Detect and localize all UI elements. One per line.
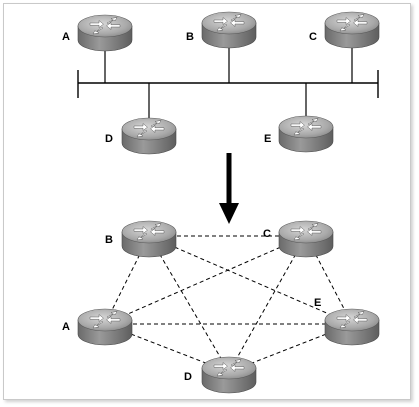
mesh-link-b-e (148, 235, 353, 325)
router-arrows-icon (290, 223, 322, 241)
router-top-c (324, 11, 380, 49)
router-arrows-icon (213, 14, 245, 32)
router-arrows-icon (133, 223, 165, 241)
router-top-a (77, 14, 133, 52)
transform-arrow (219, 153, 239, 224)
router-arrows-icon (89, 311, 121, 329)
router-arrows-icon (89, 17, 121, 35)
routers (77, 11, 380, 394)
mesh-link-c-a (104, 235, 307, 325)
router-top-d (121, 117, 177, 155)
labels: A B C D E B C A E D (62, 31, 321, 383)
router-bottom-a (77, 308, 133, 346)
router-arrows-icon (213, 359, 245, 377)
mesh-link-b-d (148, 235, 230, 373)
top-label-b: B (186, 31, 194, 43)
bottom-label-a: A (62, 321, 70, 333)
router-arrows-icon (336, 14, 368, 32)
top-label-d: D (105, 133, 113, 145)
top-network (77, 47, 379, 120)
top-label-c: C (309, 31, 317, 43)
router-arrows-icon (133, 120, 165, 138)
bottom-label-b: B (105, 234, 113, 246)
router-top-e (278, 115, 334, 153)
bottom-label-c: C (263, 228, 271, 240)
router-arrows-icon (290, 118, 322, 136)
router-bottom-b (121, 220, 177, 258)
top-label-a: A (62, 31, 70, 43)
top-label-e: E (264, 133, 271, 145)
router-bottom-c (278, 220, 334, 258)
router-top-b (201, 11, 257, 49)
mesh-link-c-d (228, 235, 307, 373)
bottom-label-e: E (314, 297, 321, 309)
router-bottom-e (324, 308, 380, 346)
router-bottom-d (201, 356, 257, 394)
router-arrows-icon (336, 311, 368, 329)
bottom-label-d: D (184, 371, 192, 383)
